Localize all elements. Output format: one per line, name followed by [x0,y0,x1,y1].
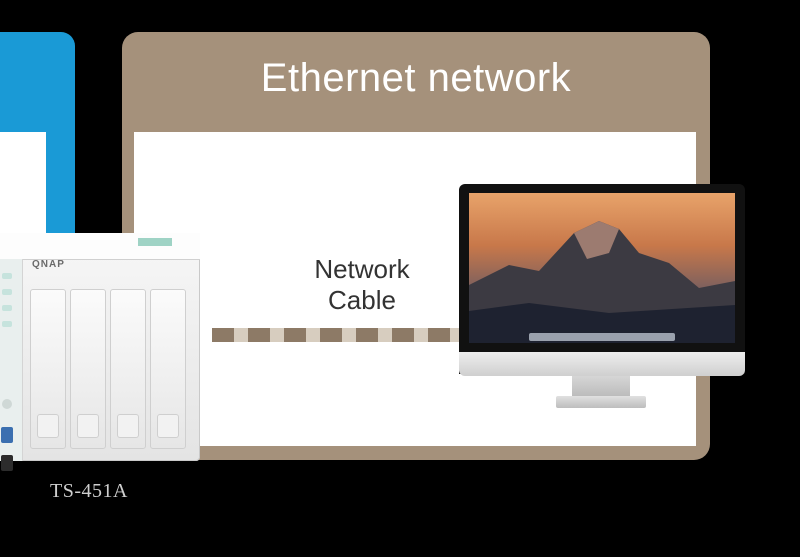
nas-device: QNAP [0,233,200,471]
nas-led [2,273,12,279]
nas-logo: QNAP [32,259,65,270]
usb-port-icon [1,427,13,443]
nas-led [2,321,12,327]
nas-led [2,305,12,311]
drive-bay [150,289,186,449]
monitor-screen [469,193,735,343]
network-cable-label: Network Cable [302,254,422,316]
usb-port-icon [1,455,13,471]
panel-title: Ethernet network [260,56,572,100]
monitor-stand-neck [572,376,630,398]
nas-front-strip [0,259,23,471]
label-line-1: Network [314,254,410,284]
drive-bay [70,289,106,449]
power-button-icon [2,399,12,409]
drive-bay [110,289,146,449]
monitor-stand-foot [556,396,646,408]
nas-top-panel [0,233,200,260]
drive-bay [30,289,66,449]
label-line-2: Cable [328,285,396,315]
nas-status-badge [138,238,172,246]
monitor-bezel [459,184,745,374]
monitor-chin [459,352,745,376]
nas-model-caption: TS-451A [50,480,128,502]
nas-led [2,289,12,295]
